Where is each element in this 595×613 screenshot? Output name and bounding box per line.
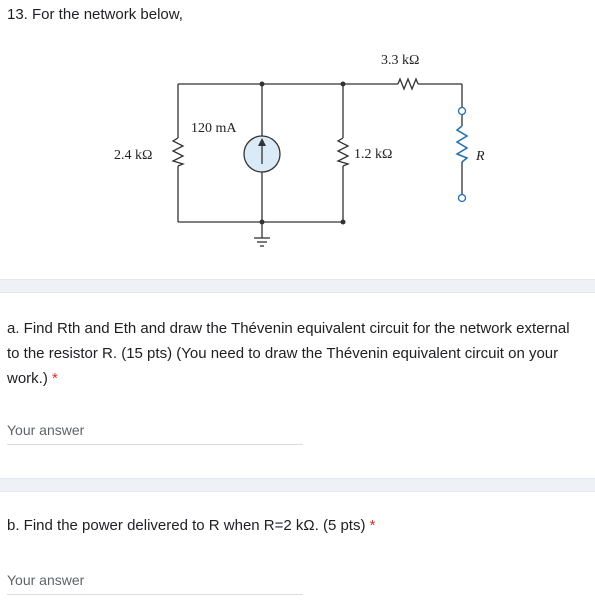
terminal-bottom: [457, 193, 467, 203]
resistor-top-label: 3.3 kΩ: [381, 53, 419, 68]
part-b-text: b. Find the power delivered to R when R=…: [7, 517, 366, 534]
resistor-load: [455, 125, 469, 163]
resistor-left-label: 2.4 kΩ: [114, 148, 152, 163]
required-marker: *: [52, 370, 58, 387]
circuit-diagram: 3.3 kΩ 2.4 kΩ 1.2 kΩ 120 mA R: [114, 53, 485, 247]
terminal-top: [457, 106, 467, 116]
junction-dots: [259, 81, 346, 225]
circuit-wires: [177, 83, 463, 238]
resistor-mid-label: 1.2 kΩ: [354, 147, 392, 162]
part-b-answer-input[interactable]: Your answer: [7, 572, 85, 588]
part-a-text: a. Find Rth and Eth and draw the Théveni…: [7, 320, 570, 387]
part-a-question: a. Find Rth and Eth and draw the Théveni…: [7, 316, 582, 391]
section-divider: [0, 478, 595, 492]
load-label: R: [475, 149, 485, 164]
current-source: [243, 135, 281, 173]
part-b-answer-underline: [7, 594, 303, 595]
source-label: 120 mA: [191, 121, 237, 136]
ground-icon: [254, 237, 270, 247]
part-a-answer-input[interactable]: Your answer: [7, 422, 85, 438]
arrow-up-icon: [258, 138, 266, 146]
part-a-answer-underline: [7, 444, 303, 445]
section-divider: [0, 279, 595, 293]
question-title: 13. For the network below,: [7, 6, 183, 23]
resistor-left: [171, 137, 185, 167]
resistor-mid: [336, 137, 350, 167]
part-b-question: b. Find the power delivered to R when R=…: [7, 513, 582, 538]
resistor-top: [397, 77, 419, 91]
required-marker: *: [369, 517, 376, 534]
